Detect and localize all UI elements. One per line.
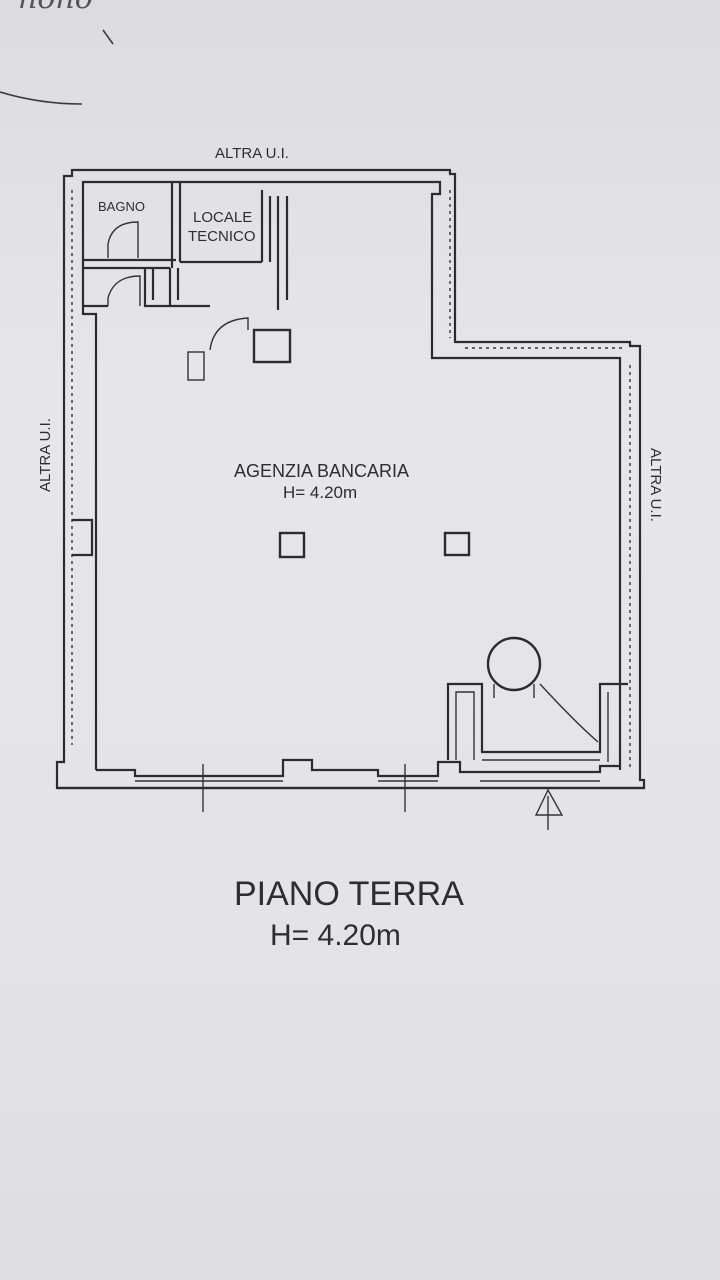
vault-enclosure bbox=[446, 636, 628, 762]
label-right-neighbor: ALTRA U.I. bbox=[647, 448, 664, 522]
margin-handwritten-note: nono bbox=[18, 0, 93, 16]
handwritten-stroke bbox=[0, 91, 83, 105]
floor-title: PIANO TERRA bbox=[234, 875, 464, 913]
outer-walls bbox=[55, 168, 646, 790]
label-main-room: AGENZIA BANCARIA bbox=[234, 461, 409, 481]
round-cabin-icon bbox=[486, 636, 542, 692]
floor-height: H= 4.20m bbox=[270, 919, 401, 952]
label-left-neighbor: ALTRA U.I. bbox=[37, 418, 54, 492]
label-top-neighbor: ALTRA U.I. bbox=[215, 145, 289, 162]
label-technical-room-line1: LOCALE bbox=[193, 209, 252, 226]
entrance-arrow-icon bbox=[534, 788, 564, 830]
label-technical-room-line2: TECNICO bbox=[188, 228, 256, 245]
label-bathroom: BAGNO bbox=[98, 199, 145, 214]
pillar bbox=[252, 328, 292, 364]
front-facade bbox=[57, 758, 644, 812]
service-rooms-partitions bbox=[83, 182, 289, 381]
label-main-room-height: H= 4.20m bbox=[283, 483, 357, 502]
pillar bbox=[443, 531, 471, 557]
handwritten-tick bbox=[102, 29, 114, 45]
structural-pillars bbox=[252, 328, 471, 559]
pillar bbox=[278, 531, 306, 559]
